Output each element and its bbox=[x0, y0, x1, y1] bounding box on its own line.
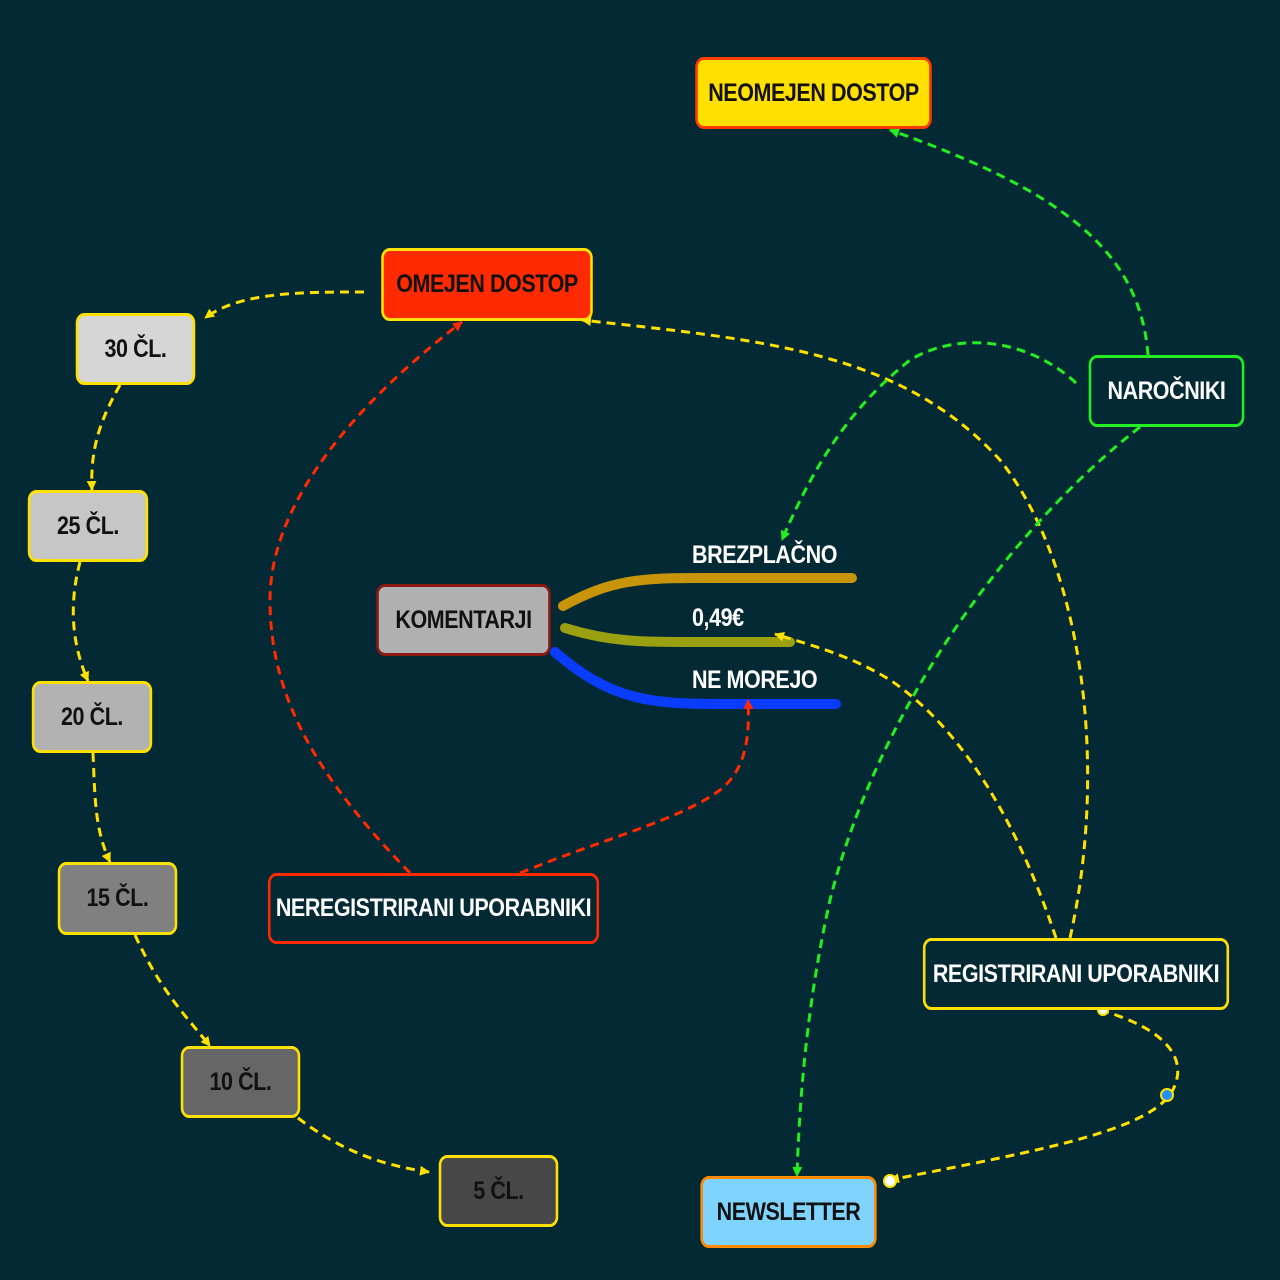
branch-brezplacno-line bbox=[558, 573, 857, 611]
node-20-clankov[interactable]: 20 ČL. bbox=[31, 681, 153, 753]
node-komentarji[interactable]: KOMENTARJI bbox=[376, 584, 551, 656]
node-5-clankov[interactable]: 5 ČL. bbox=[438, 1155, 559, 1227]
node-10-clankov[interactable]: 10 ČL. bbox=[180, 1046, 301, 1118]
edge-registrirani-to-omejen bbox=[581, 316, 1090, 939]
edge-10-to-5 bbox=[297, 1116, 430, 1176]
node-25-clankov[interactable]: 25 ČL. bbox=[27, 490, 149, 562]
node-30-clankov[interactable]: 30 ČL. bbox=[75, 313, 196, 385]
branch-label-cena[interactable]: 0,49€ bbox=[692, 604, 744, 632]
node-omejen-dostop[interactable]: OMEJEN DOSTOP bbox=[381, 248, 593, 321]
node-neomejen-dostop[interactable]: NEOMEJEN DOSTOP bbox=[695, 57, 932, 129]
edge-narocniki-to-neomejen bbox=[889, 128, 1150, 356]
branch-label-ne-morejo[interactable]: NE MOREJO bbox=[692, 666, 818, 694]
edge-narocniki-to-newsletter bbox=[792, 425, 1141, 1177]
branch-ne-morejo-line bbox=[550, 647, 841, 709]
node-neregistrirani-uporabniki[interactable]: NEREGISTRIRANI UPORABNIKI bbox=[267, 873, 600, 944]
branch-label-brezplacno[interactable]: BREZPLAČNO bbox=[692, 541, 838, 569]
edge-30-to-25 bbox=[86, 384, 122, 491]
edge-registrirani-to-newsletter bbox=[889, 1008, 1180, 1184]
edge-neregistrirani-to-ne-morejo bbox=[519, 699, 754, 875]
edge-neregistrirani-to-omejen bbox=[268, 320, 463, 875]
connector-handle[interactable] bbox=[1160, 1088, 1174, 1102]
edge-narocniki-to-brezplacno bbox=[780, 341, 1078, 541]
edge-20-to-15 bbox=[91, 752, 112, 863]
edge-omejen-to-30 bbox=[204, 290, 365, 320]
edge-25-to-20 bbox=[71, 561, 90, 682]
edge-registrirani-to-cena bbox=[774, 631, 1058, 939]
node-15-clankov[interactable]: 15 ČL. bbox=[57, 862, 178, 935]
edge-15-to-10 bbox=[133, 934, 212, 1047]
node-narocniki[interactable]: NAROČNIKI bbox=[1088, 355, 1245, 427]
node-newsletter[interactable]: NEWSLETTER bbox=[700, 1176, 877, 1248]
connector-handle[interactable] bbox=[883, 1174, 897, 1188]
branch-cena-line bbox=[560, 623, 795, 647]
node-registrirani-uporabniki[interactable]: REGISTRIRANI UPORABNIKI bbox=[922, 938, 1230, 1010]
